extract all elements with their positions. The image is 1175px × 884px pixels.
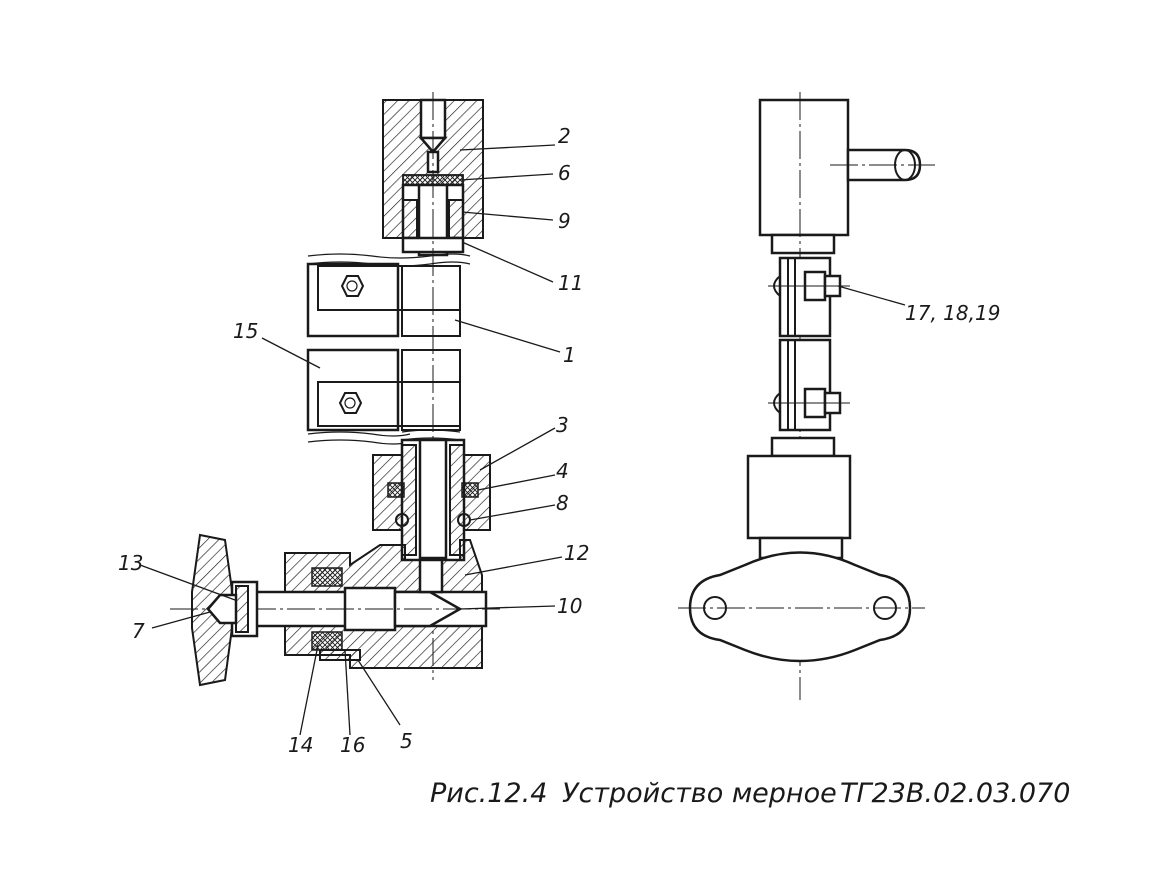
callout-13: 13 <box>118 551 143 575</box>
callout-11: 11 <box>558 271 583 295</box>
callout-1: 1 <box>563 343 576 367</box>
callout-6: 6 <box>558 161 571 185</box>
bracket-part-15-upper <box>306 262 400 338</box>
callout-17-18-19: 17, 18,19 <box>905 301 1000 325</box>
bracket-part-15-lower <box>306 348 400 432</box>
callout-8: 8 <box>556 491 569 515</box>
callout-7: 7 <box>132 619 145 643</box>
callout-14: 14 <box>288 733 313 757</box>
figure-number: Рис.12.4 <box>430 778 547 809</box>
lower-housing <box>746 454 852 540</box>
upper-housing <box>758 98 850 237</box>
callout-12: 12 <box>564 541 589 565</box>
callout-10: 10 <box>557 594 582 618</box>
callout-2: 2 <box>558 124 571 148</box>
figure-code: ТГ23В.02.03.070 <box>840 778 1070 809</box>
callout-15: 15 <box>233 319 258 343</box>
callout-4: 4 <box>556 459 569 483</box>
callout-16: 16 <box>340 733 365 757</box>
leader-lines <box>139 144 906 736</box>
figure-title: Устройство мерное <box>562 778 837 809</box>
sectional-view <box>170 92 500 687</box>
side-view <box>678 92 935 700</box>
callout-5: 5 <box>400 729 413 753</box>
callout-3: 3 <box>556 413 569 437</box>
callout-9: 9 <box>558 209 571 233</box>
flange-base <box>688 551 912 663</box>
